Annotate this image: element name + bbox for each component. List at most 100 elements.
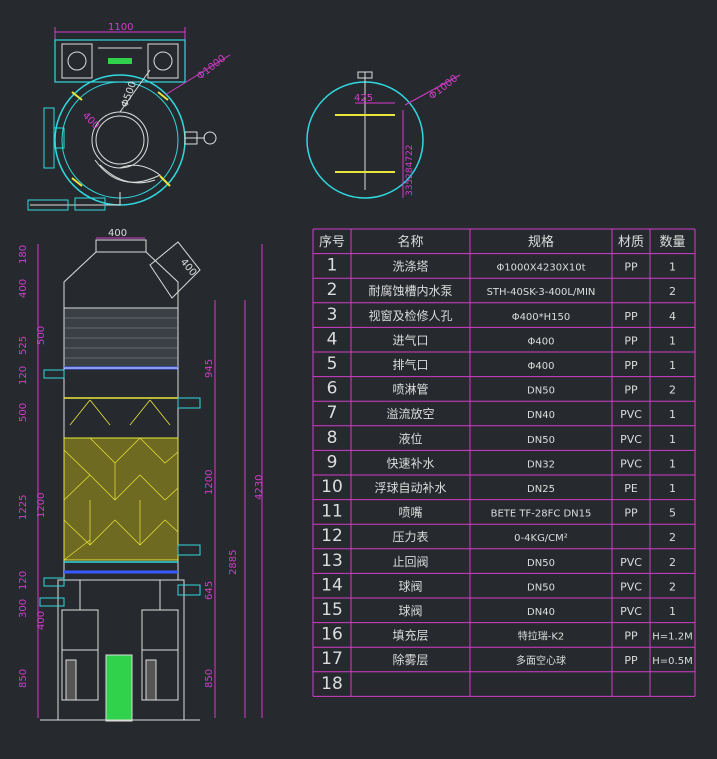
bom-cell-1-1: 耐腐蚀槽内水泵: [368, 283, 452, 298]
pump-left: [61, 580, 99, 701]
bom-cell-3-4: 1: [669, 334, 676, 347]
bom-cell-12-0: 13: [321, 551, 343, 571]
bom-cell-2-2: Φ400*H150: [512, 312, 571, 323]
bom-cell-16-4: H=0.5M: [652, 656, 692, 667]
bom-cell-8-4: 1: [669, 457, 676, 470]
bom-cell-3-2: Φ400: [528, 336, 555, 347]
dim-120a: 120: [18, 366, 29, 385]
bom-cell-2-3: PP: [624, 310, 638, 323]
bom-header-1: 名称: [397, 234, 423, 250]
bom-cell-12-4: 2: [669, 556, 676, 569]
bom-cell-6-0: 7: [327, 403, 338, 423]
bom-cell-13-3: PVC: [620, 580, 642, 593]
bom-cell-5-4: 2: [669, 384, 676, 397]
plan-inner-dia: Φ500: [119, 80, 139, 109]
bom-cell-13-1: 球阀: [398, 579, 422, 593]
section-dia: Φ1000: [427, 73, 460, 102]
bom-cell-12-1: 止回阀: [392, 555, 428, 569]
bom-cell-0-1: 洗涤塔: [392, 260, 428, 274]
bom-cell-14-2: DN40: [527, 607, 555, 618]
elev-top-width: 400: [108, 228, 127, 239]
bom-cell-7-3: PVC: [620, 433, 642, 446]
bom-cell-3-3: PP: [624, 334, 638, 347]
bom-cell-5-1: 喷淋管: [392, 382, 428, 397]
elevation-view: 400 400: [18, 228, 265, 722]
bom-cell-4-0: 5: [327, 354, 338, 374]
bom-cell-0-3: PP: [624, 261, 638, 274]
float-tank: [105, 654, 133, 722]
dim-120b: 120: [18, 571, 29, 590]
section-side-dim: 335284722: [405, 144, 415, 196]
bom-cell-7-1: 液位: [398, 431, 422, 446]
dim-945: 945: [204, 359, 215, 378]
plan-width-dim: 1100: [108, 22, 133, 33]
section-view: 425 335284722 Φ1000: [306, 71, 461, 199]
bom-cell-10-4: 5: [669, 507, 676, 520]
bom-cell-9-1: 浮球自动补水: [374, 481, 446, 495]
bom-cell-14-3: PVC: [620, 605, 642, 618]
bom-cell-5-2: DN50: [527, 386, 555, 397]
bom-cell-7-2: DN50: [527, 435, 555, 446]
bom-cell-4-1: 排气口: [392, 357, 428, 372]
bom-cell-15-3: PP: [624, 630, 638, 643]
bom-cell-11-1: 压力表: [392, 530, 428, 544]
bom-cell-1-0: 2: [327, 280, 338, 300]
bom-cell-13-2: DN50: [527, 582, 555, 593]
bom-header-4: 数量: [659, 235, 685, 250]
bom-cell-11-0: 12: [321, 526, 343, 546]
bom-cell-15-4: H=1.2M: [652, 632, 692, 643]
dim-1200r: 1200: [204, 470, 215, 495]
bom-cell-15-2: 特拉瑞-K2: [518, 630, 565, 643]
bom-cell-14-0: 15: [321, 600, 343, 620]
bom-cell-9-3: PE: [624, 482, 638, 495]
bom-header-2: 规格: [528, 234, 554, 250]
bom-cell-6-4: 1: [669, 408, 676, 421]
dim-500a: 500: [36, 326, 47, 345]
bom-cell-13-4: 2: [669, 580, 676, 593]
bom-cell-10-2: BETE TF-28FC DN15: [491, 509, 592, 520]
bom-cell-5-3: PP: [624, 384, 638, 397]
bom-cell-1-4: 2: [669, 285, 676, 298]
plan-outer-dia: Φ1000: [195, 53, 228, 82]
bom-cell-12-2: DN50: [527, 558, 555, 569]
bom-cell-9-0: 10: [321, 477, 343, 497]
right-dims: 945 1200 645 850 4230 2885: [204, 359, 265, 688]
dim-850l: 850: [18, 669, 29, 688]
dim-1200: 1200: [36, 493, 47, 518]
bom-cell-9-2: DN25: [527, 484, 555, 495]
dim-645: 645: [204, 581, 215, 600]
bom-cell-12-3: PVC: [620, 556, 642, 569]
bom-cell-3-0: 4: [327, 329, 338, 349]
dim-850r: 850: [204, 669, 215, 688]
bom-cell-13-0: 14: [321, 575, 343, 595]
section-top-dim: 425: [354, 93, 373, 104]
top-plan-view: 1100 Φ500 Φ1000 400: [27, 22, 231, 211]
bom-cell-2-0: 3: [327, 305, 338, 325]
bom-cell-6-3: PVC: [620, 408, 642, 421]
bom-cell-16-1: 除雾层: [392, 652, 428, 667]
dim-2885: 2885: [228, 550, 239, 575]
dim-400: 400: [18, 279, 29, 298]
bom-cell-9-4: 1: [669, 482, 676, 495]
bom-cell-4-3: PP: [624, 359, 638, 372]
pump-right: [141, 580, 179, 701]
bom-cell-8-3: PVC: [620, 457, 642, 470]
dim-400b: 400: [36, 611, 47, 630]
bom-header-0: 序号: [319, 235, 345, 250]
bom-cell-8-0: 9: [327, 452, 338, 472]
bom-cell-8-1: 快速补水: [386, 456, 434, 470]
dim-500b: 500: [18, 403, 29, 422]
dim-1225: 1225: [18, 495, 29, 520]
dim-4230: 4230: [254, 475, 265, 500]
bom-cell-5-0: 6: [327, 379, 338, 399]
dim-525: 525: [18, 336, 29, 355]
bom-cell-14-4: 1: [669, 605, 676, 618]
bom-cell-4-2: Φ400: [528, 361, 555, 372]
bom-cell-1-2: STH-40SK-3-400L/MIN: [487, 287, 596, 298]
bom-cell-10-3: PP: [624, 507, 638, 520]
bom-cell-7-0: 8: [327, 428, 338, 448]
bom-cell-6-1: 溢流放空: [386, 406, 434, 421]
bom-cell-7-4: 1: [669, 433, 676, 446]
bom-cell-2-4: 4: [669, 310, 676, 323]
dim-300: 300: [18, 599, 29, 618]
